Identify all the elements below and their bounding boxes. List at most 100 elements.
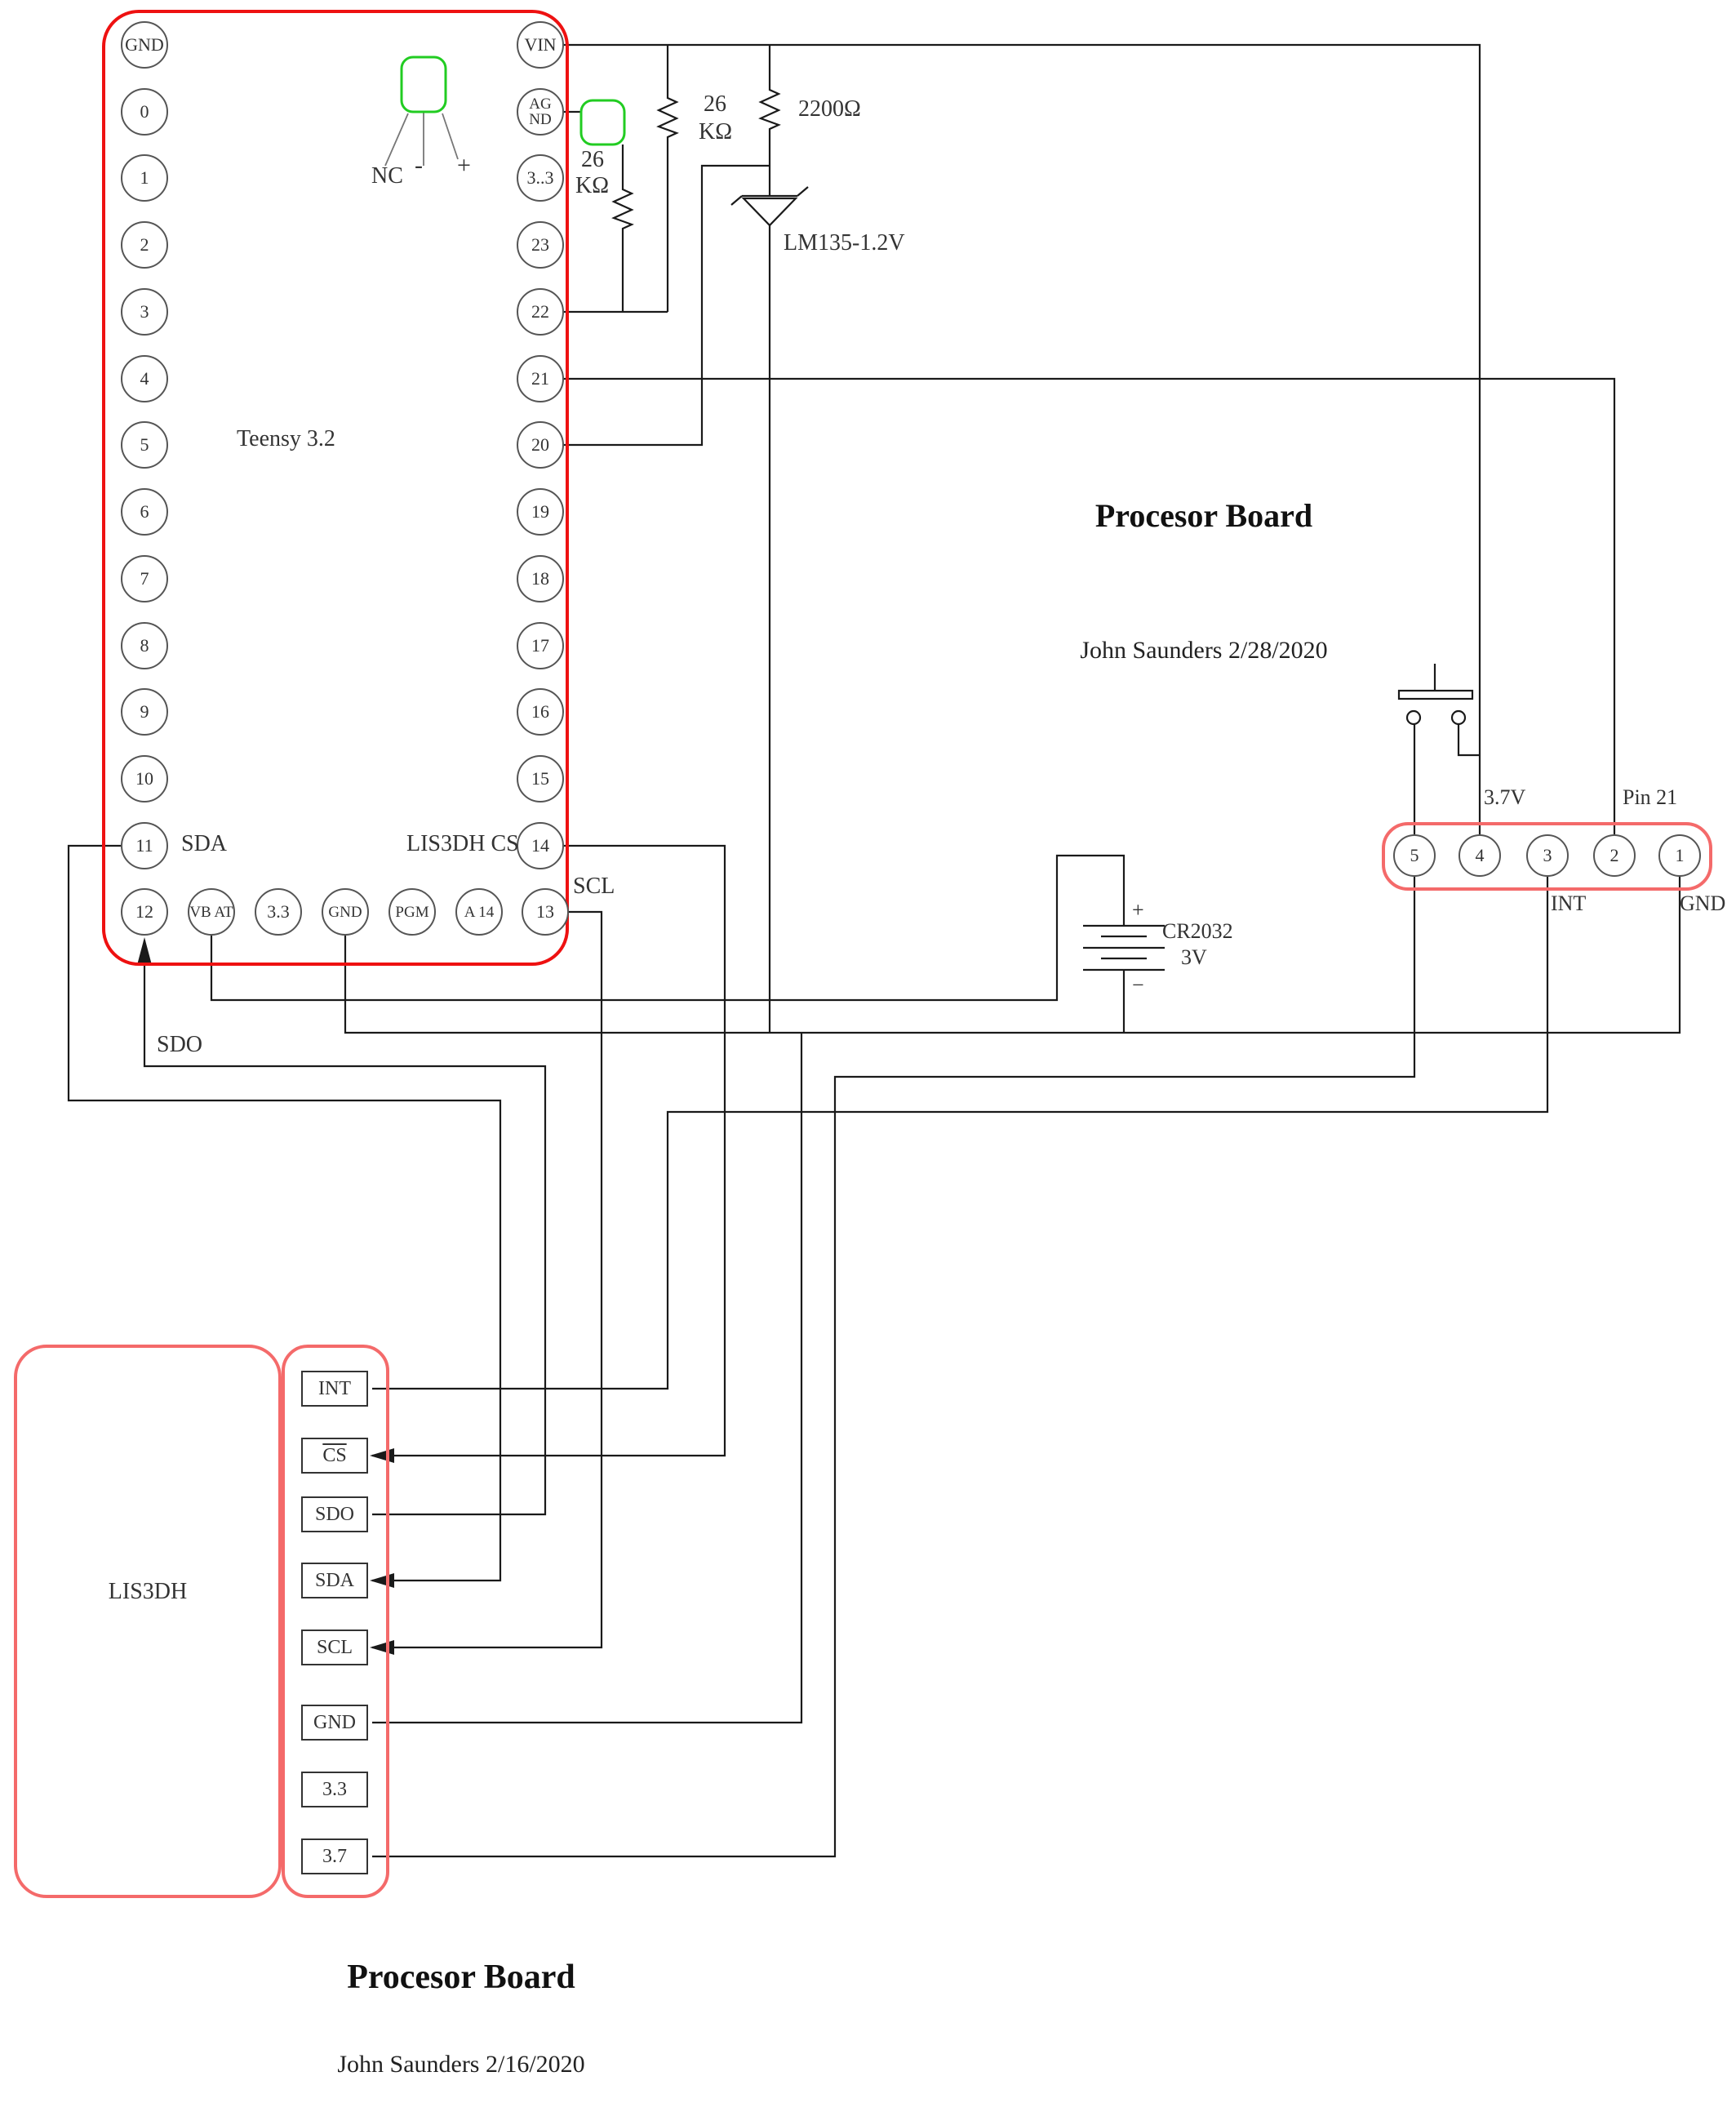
zener-triangle-icon (741, 197, 798, 227)
resistor-agnd-value-2: KΩ (575, 173, 610, 198)
wire-37 (372, 877, 1416, 1858)
wire-lis3dh-gnd (372, 1033, 803, 1724)
teensy-pin-23: 23 (517, 221, 564, 269)
footer-byline: John Saunders 2/16/2020 (337, 2051, 585, 2078)
teensy-pin-3v3: 3..3 (517, 154, 564, 202)
scl-wire-label: SCL (573, 874, 615, 899)
resistor-2200-value: 2200Ω (798, 96, 861, 122)
wire-cs (372, 844, 726, 1457)
teensy-pin-vbat: VB AT (188, 888, 235, 936)
nc-part-plus: + (457, 152, 471, 179)
teensy-pin-vin: VIN (517, 21, 564, 69)
lis3dh-pin-37: 3.7 (301, 1838, 368, 1874)
sdo-wire-label: SDO (157, 1032, 203, 1057)
connector-pin-5: 5 (1393, 834, 1436, 877)
wire-sdo (143, 940, 547, 1516)
teensy-pin-agnd: AG ND (517, 88, 564, 136)
wire-int (372, 877, 1549, 1390)
wire-vbat (210, 854, 1126, 1002)
teensy-pin-14: 14 (517, 822, 564, 869)
teensy-pin-pgm: PGM (388, 888, 436, 936)
switch-bar-icon (1397, 689, 1474, 700)
processor-board-title: Procesor Board (1094, 497, 1313, 534)
switch-terminal-left-icon (1405, 709, 1422, 726)
lis3dh-title: LIS3DH (108, 1579, 188, 1604)
teensy-pin-15: 15 (517, 755, 564, 803)
lis3dh-pin-sdo: SDO (301, 1496, 368, 1532)
teensy-pin-11: 11 (121, 822, 168, 869)
teensy-pin-4: 4 (121, 355, 168, 402)
lis3dh-cs-wire-label: LIS3DH CS (406, 831, 519, 856)
connector-pin-4: 4 (1459, 834, 1501, 877)
switch-terminal-right-icon (1450, 709, 1467, 726)
wire-switch-right (1457, 724, 1480, 757)
battery-plus: + (1132, 898, 1144, 922)
teensy-pin-10: 10 (121, 755, 168, 803)
teensy-pin-33: 3.3 (255, 888, 302, 936)
teensy-pin-18: 18 (517, 555, 564, 602)
teensy-pin-13: 13 (522, 888, 569, 936)
connector-outline (1382, 822, 1712, 891)
lis3dh-pin-scl: SCL (301, 1629, 368, 1665)
connector-pin-3: 3 (1526, 834, 1569, 877)
nc-part-legs-icon (384, 112, 459, 167)
teensy-board-outline (102, 10, 569, 966)
wire-vin (564, 43, 1481, 834)
teensy-pin-19: 19 (517, 488, 564, 536)
battery-icon (1083, 924, 1165, 971)
teensy-pin-3: 3 (121, 288, 168, 336)
nc-part-minus: - (415, 152, 423, 179)
zener-label: LM135-1.2V (784, 230, 905, 256)
sda-wire-label: SDA (181, 831, 228, 856)
wire-pin20 (564, 164, 770, 447)
arrowhead-sdo-icon (137, 937, 152, 965)
nc-part-icon (400, 56, 447, 113)
teensy-pin-12: 12 (121, 888, 168, 936)
battery-voltage: 3V (1181, 945, 1207, 969)
wire-pin21 (564, 377, 1616, 834)
teensy-pin-6: 6 (121, 488, 168, 536)
teensy-pin-0: 0 (121, 88, 168, 136)
teensy-pin-20: 20 (517, 421, 564, 469)
zener-bar-icon (730, 186, 809, 206)
resistor-mid-value-1: 26 (704, 91, 726, 117)
connector-pin21-label: Pin 21 (1623, 785, 1678, 809)
teensy-pin-gnd: GND (121, 21, 168, 69)
wire-scl (372, 910, 603, 1649)
wire-sda (67, 844, 502, 1582)
teensy-pin-9: 9 (121, 688, 168, 736)
battery-name: CR2032 (1162, 919, 1233, 943)
teensy-pin-17: 17 (517, 622, 564, 669)
lis3dh-pin-33: 3.3 (301, 1772, 368, 1807)
lis3dh-pin-cs: CS (301, 1438, 368, 1474)
teensy-pin-5: 5 (121, 421, 168, 469)
resistor-agnd-value-1: 26 (581, 147, 604, 172)
agnd-part-icon (579, 99, 626, 146)
connector-int-label: INT (1551, 891, 1587, 915)
resistor-2200-icon (758, 45, 781, 196)
lis3dh-board-outline (14, 1345, 282, 1898)
lis3dh-pin-strip-outline (282, 1345, 389, 1898)
connector-pin-1: 1 (1658, 834, 1701, 877)
lis3dh-pin-int: INT (301, 1371, 368, 1407)
teensy-pin-8: 8 (121, 622, 168, 669)
resistor-mid-icon (656, 45, 679, 312)
teensy-pin-22: 22 (517, 288, 564, 336)
resistor-mid-value-2: KΩ (699, 119, 733, 144)
resistor-agnd-icon (611, 144, 634, 312)
battery-minus: − (1132, 973, 1144, 997)
wire-gnd-bus (344, 877, 1681, 1034)
connector-37v-label: 3.7V (1484, 785, 1526, 809)
connector-pin-2: 2 (1593, 834, 1636, 877)
teensy-pin-7: 7 (121, 555, 168, 602)
processor-board-byline: John Saunders 2/28/2020 (1080, 637, 1328, 664)
connector-gnd-label: GND (1680, 891, 1726, 915)
nc-part-label: NC (371, 163, 403, 189)
teensy-pin-gnd-bottom: GND (322, 888, 369, 936)
lis3dh-pin-gnd: GND (301, 1705, 368, 1741)
footer-title: Procesor Board (347, 1959, 575, 1996)
teensy-pin-16: 16 (517, 688, 564, 736)
teensy-pin-1: 1 (121, 154, 168, 202)
